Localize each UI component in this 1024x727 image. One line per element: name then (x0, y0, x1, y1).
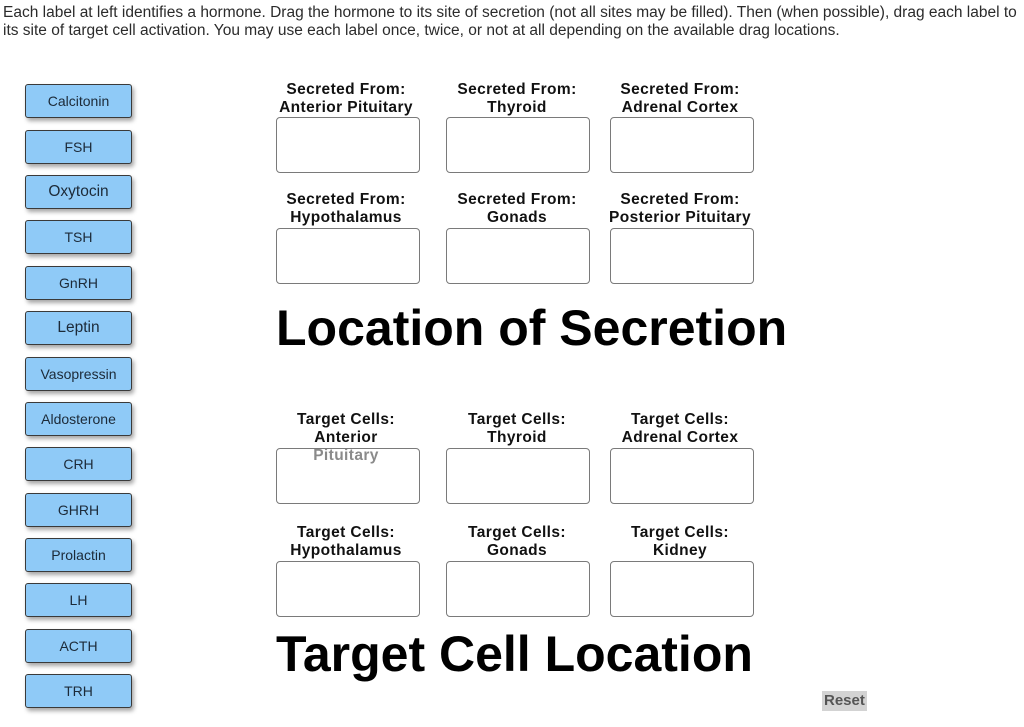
drop-zone-secretion-hypothalamus[interactable] (276, 228, 420, 284)
target-heading-adrenal-cortex: Target Cells: Adrenal Cortex (621, 411, 739, 446)
hormone-label-oxytocin[interactable]: Oxytocin (25, 175, 132, 209)
hormone-label-ghrh[interactable]: GHRH (25, 493, 132, 527)
reset-button[interactable]: Reset (822, 691, 867, 711)
instructions-text: Each label at left identifies a hormone.… (3, 4, 1017, 39)
secretion-heading-adrenal-cortex: Secreted From: Adrenal Cortex (620, 81, 740, 116)
drop-zone-target-anterior-pituitary[interactable] (276, 448, 420, 504)
target-section-title: Target Cell Location (276, 626, 753, 682)
hormone-label-lh[interactable]: LH (25, 583, 132, 617)
target-heading-hypothalamus: Target Cells: Hypothalamus (290, 524, 402, 559)
drop-zone-target-gonads[interactable] (446, 561, 590, 617)
hormone-label-crh[interactable]: CRH (25, 447, 132, 481)
hormone-label-vasopressin[interactable]: Vasopressin (25, 357, 132, 391)
hormone-label-aldosterone[interactable]: Aldosterone (25, 402, 132, 436)
hormone-label-calcitonin[interactable]: Calcitonin (25, 84, 132, 118)
secretion-heading-anterior-pituitary: Secreted From: Anterior Pituitary (279, 81, 413, 116)
hormone-label-gnrh[interactable]: GnRH (25, 266, 132, 300)
drop-zone-secretion-posterior-pituitary[interactable] (610, 228, 754, 284)
target-heading-kidney: Target Cells: Kidney (631, 524, 729, 559)
secretion-heading-gonads: Secreted From: Gonads (457, 191, 577, 226)
hormone-label-tsh[interactable]: TSH (25, 220, 132, 254)
secretion-heading-hypothalamus: Secreted From: Hypothalamus (286, 191, 406, 226)
hormone-label-prolactin[interactable]: Prolactin (25, 538, 132, 572)
secretion-heading-thyroid: Secreted From: Thyroid (457, 81, 577, 116)
drop-zone-secretion-adrenal-cortex[interactable] (610, 117, 754, 173)
hormone-label-fsh[interactable]: FSH (25, 130, 132, 164)
secretion-heading-posterior-pituitary: Secreted From: Posterior Pituitary (609, 191, 751, 226)
drop-zone-target-hypothalamus[interactable] (276, 561, 420, 617)
drop-zone-secretion-gonads[interactable] (446, 228, 590, 284)
target-heading-gonads: Target Cells: Gonads (468, 524, 566, 559)
drop-zone-secretion-thyroid[interactable] (446, 117, 590, 173)
secretion-section-title: Location of Secretion (276, 300, 788, 356)
drop-zone-target-thyroid[interactable] (446, 448, 590, 504)
hormone-label-acth[interactable]: ACTH (25, 629, 132, 663)
drop-zone-target-adrenal-cortex[interactable] (610, 448, 754, 504)
drop-zone-secretion-anterior-pituitary[interactable] (276, 117, 420, 173)
drop-zone-target-kidney[interactable] (610, 561, 754, 617)
hormone-label-trh[interactable]: TRH (25, 674, 132, 708)
target-heading-thyroid: Target Cells: Thyroid (468, 411, 566, 446)
hormone-label-leptin[interactable]: Leptin (25, 311, 132, 345)
target-heading-anterior-pituitary: Target Cells: Anterior Pituitary (297, 411, 395, 464)
